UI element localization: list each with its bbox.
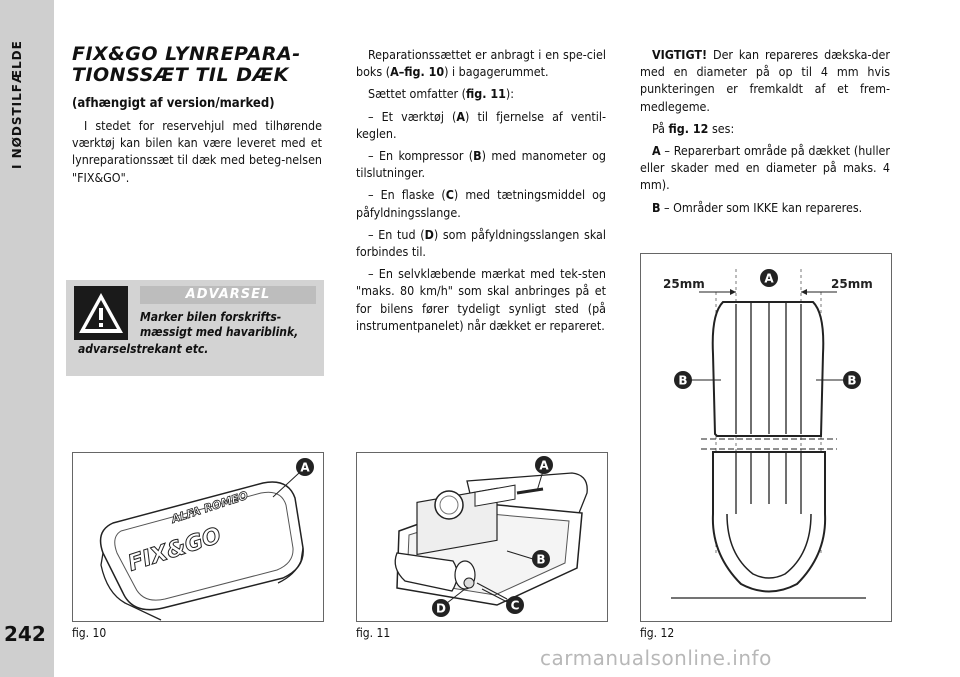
callout-c: C bbox=[511, 599, 520, 613]
tire-repair-zones-diagram: 25mm 25mm A B B bbox=[663, 269, 873, 599]
figure-11-caption: fig. 11 bbox=[356, 626, 391, 640]
callout-b-right: B bbox=[847, 374, 856, 388]
warning-icon bbox=[74, 286, 128, 340]
callout-a bbox=[296, 458, 314, 476]
list-item: – En flaske (C) med tætningsmiddel og på… bbox=[356, 187, 606, 220]
page-subtitle: (afhængigt af version/marked) bbox=[72, 96, 275, 111]
figure-12-caption: fig. 12 bbox=[640, 626, 675, 640]
callout-b-left: B bbox=[678, 374, 687, 388]
list-item: – En kompressor (B) med manometer og til… bbox=[356, 148, 606, 181]
callout-a: A bbox=[764, 272, 774, 286]
dimension-left: 25mm bbox=[663, 277, 705, 291]
paragraph: VIGTIGT! Der kan repareres dækska-der me… bbox=[640, 47, 890, 114]
section-label: I NØDSTILFÆLDE bbox=[10, 40, 24, 169]
page-title: FIX&GO LYNREPARA-TIONSSÆT TIL DÆK bbox=[72, 43, 301, 86]
sidebar: I NØDSTILFÆLDE 242 bbox=[0, 0, 54, 677]
intro-paragraph: I stedet for reservehjul med tilhørende … bbox=[72, 118, 322, 185]
list-item: – En tud (D) som påfyldningsslangen skal… bbox=[356, 226, 606, 260]
paragraph: På fig. 12 ses: bbox=[652, 120, 735, 136]
paragraph: A – Reparerbart område på dækket (huller… bbox=[640, 143, 890, 193]
intro-column: I stedet for reservehjul med tilhørende … bbox=[72, 117, 322, 191]
kit-contents-column: Reparationssættet er anbragt i en spe-ci… bbox=[356, 46, 606, 339]
list-item: – En selvklæbende mærkat med tek-sten "m… bbox=[356, 266, 606, 333]
watermark: carmanualsonline.info bbox=[540, 646, 772, 670]
page-number: 242 bbox=[4, 622, 46, 646]
callout-d: D bbox=[436, 602, 446, 616]
warning-title: ADVARSEL bbox=[140, 286, 316, 304]
warning-box: ADVARSEL Marker bilen forskrifts-mæssigt… bbox=[66, 280, 324, 376]
warning-text: Marker bilen forskrifts-mæssigt med hava… bbox=[140, 310, 299, 339]
kit-contents-illustration: A B C D bbox=[394, 456, 588, 617]
figure-11: A B C D bbox=[356, 452, 608, 622]
list-item: – Et værktøj (A) til fjernelse af ventil… bbox=[356, 108, 606, 141]
figure-10: ALFA ROMEO FIX&GO A bbox=[72, 452, 324, 622]
paragraph: B – Områder som IKKE kan repareres. bbox=[652, 199, 863, 215]
paragraph: Reparationssættet er anbragt i en spe-ci… bbox=[356, 47, 606, 80]
figure-10-caption: fig. 10 bbox=[72, 626, 107, 640]
callout-a: A bbox=[539, 459, 549, 473]
paragraph: Sættet omfatter (fig. 11): bbox=[368, 86, 515, 102]
repair-info-column: VIGTIGT! Der kan repareres dækska-der me… bbox=[640, 46, 890, 221]
dimension-right: 25mm bbox=[831, 277, 873, 291]
figure-12: 25mm 25mm A B B bbox=[640, 253, 892, 622]
warning-text-cont: advarselstrekant etc. bbox=[78, 342, 209, 356]
callout-b: B bbox=[536, 553, 545, 567]
repair-kit-box-illustration: ALFA ROMEO FIX&GO A bbox=[99, 458, 314, 621]
svg-text:A: A bbox=[300, 461, 310, 475]
